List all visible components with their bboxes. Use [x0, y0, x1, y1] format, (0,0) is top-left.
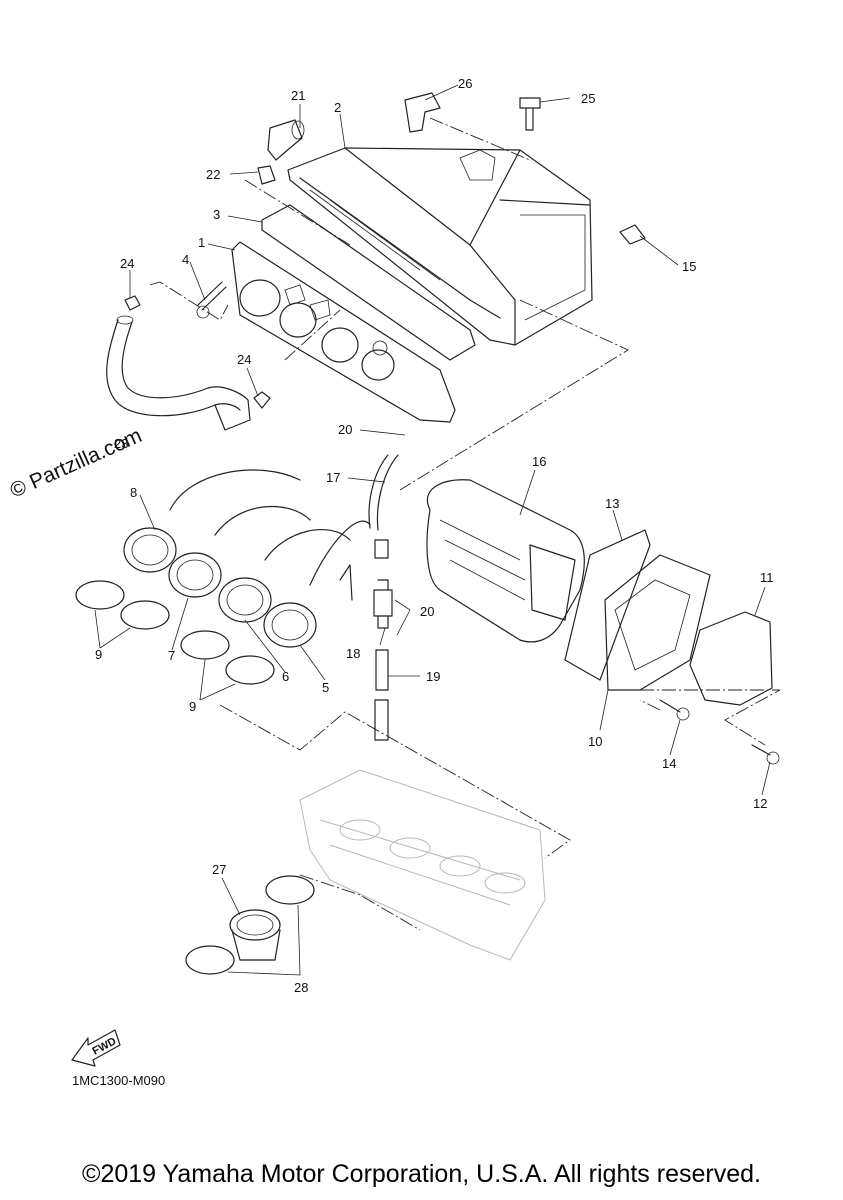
clamp-28-lower[interactable]: [185, 945, 235, 975]
nut-15[interactable]: [619, 224, 646, 245]
cover-11[interactable]: [689, 611, 773, 706]
callout-7: 7: [168, 648, 175, 663]
callout-1: 1: [198, 235, 205, 250]
clip-24-lower[interactable]: [253, 391, 271, 409]
fwd-label: FWD: [91, 1035, 119, 1057]
clip-24-upper[interactable]: [124, 295, 141, 311]
leader-lines: [94, 84, 771, 976]
callout-labels: 21 2 22 3 1 4 24 24 25 26 15 23 20 17 16…: [95, 76, 774, 995]
callout-4: 4: [182, 252, 189, 267]
seal-13[interactable]: [564, 529, 651, 681]
intake-joint-7[interactable]: [168, 505, 311, 598]
callout-20-upper: 20: [338, 422, 352, 437]
air-box-gasket[interactable]: [261, 204, 476, 361]
callout-21: 21: [291, 88, 305, 103]
air-filter-element[interactable]: [426, 479, 585, 643]
callout-14: 14: [662, 756, 676, 771]
callout-5: 5: [322, 680, 329, 695]
bracket-26[interactable]: [404, 92, 441, 133]
callout-18: 18: [346, 646, 360, 661]
screw-4[interactable]: [196, 281, 227, 319]
callout-9-lower: 9: [189, 699, 196, 714]
watermark-text: © Partzilla.com: [7, 424, 146, 503]
breather-hose[interactable]: [106, 315, 251, 431]
callout-28: 28: [294, 980, 308, 995]
intake-joint-5[interactable]: [263, 520, 371, 648]
hose-19[interactable]: [374, 649, 389, 741]
check-valve-18[interactable]: [373, 579, 393, 629]
diagram-code: 1MC1300-M090: [72, 1073, 166, 1088]
callout-15: 15: [682, 259, 696, 274]
callout-16: 16: [532, 454, 546, 469]
clamp-28-upper[interactable]: [265, 875, 315, 905]
engine-reference-outline: [299, 769, 546, 961]
joint-21[interactable]: [267, 119, 305, 161]
callout-20-lower: 20: [420, 604, 434, 619]
callout-19: 19: [426, 669, 440, 684]
callout-27: 27: [212, 862, 226, 877]
clamp-9-upper[interactable]: [75, 580, 170, 630]
callout-23: 23: [114, 436, 128, 451]
intake-joint-6[interactable]: [218, 529, 351, 623]
callout-2: 2: [334, 100, 341, 115]
air-box-joint[interactable]: [231, 241, 456, 423]
callout-3: 3: [213, 207, 220, 222]
callout-13: 13: [605, 496, 619, 511]
reference-lines: [149, 117, 781, 931]
intake-joint-8[interactable]: [123, 469, 301, 573]
callout-24-upper: 24: [120, 256, 134, 271]
forward-direction-arrow: FWD: [71, 1029, 121, 1067]
copyright-notice: ©2019 Yamaha Motor Corporation, U.S.A. A…: [82, 1160, 761, 1188]
callout-25: 25: [581, 91, 595, 106]
callout-17: 17: [326, 470, 340, 485]
partzilla-watermark: © Partzilla.com: [7, 424, 146, 503]
clamp-9-lower[interactable]: [180, 630, 275, 685]
screw-14[interactable]: [659, 699, 690, 721]
bolt-25[interactable]: [519, 97, 541, 131]
screw-12[interactable]: [751, 744, 780, 765]
callout-12: 12: [753, 796, 767, 811]
callout-10: 10: [588, 734, 602, 749]
callout-22: 22: [206, 167, 220, 182]
callout-8: 8: [130, 485, 137, 500]
hose-17[interactable]: [368, 454, 399, 559]
callout-6: 6: [282, 669, 289, 684]
callout-9-upper: 9: [95, 647, 102, 662]
callout-26: 26: [458, 76, 472, 91]
callout-11: 11: [760, 570, 774, 585]
clamp-22[interactable]: [257, 165, 276, 185]
air-box-case[interactable]: [287, 147, 593, 346]
callout-24-lower: 24: [237, 352, 251, 367]
joint-27[interactable]: [229, 909, 281, 961]
